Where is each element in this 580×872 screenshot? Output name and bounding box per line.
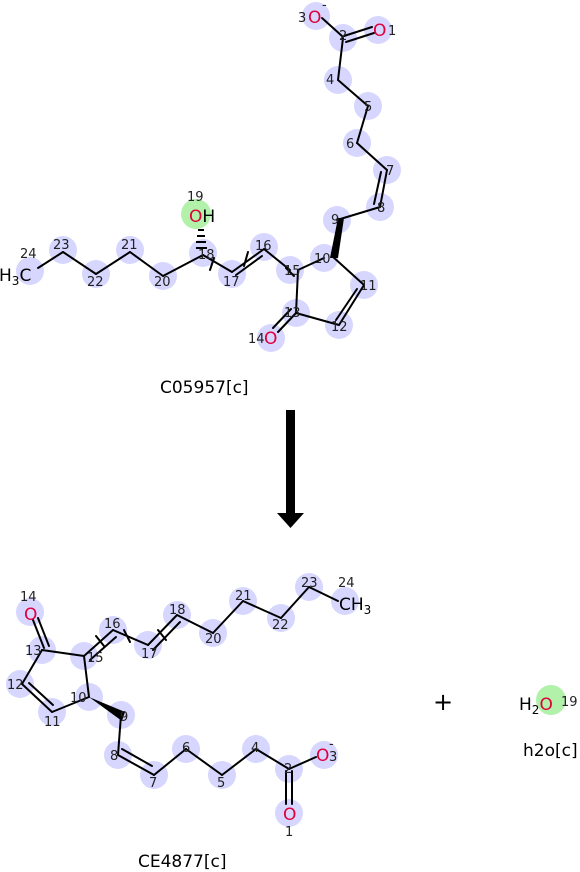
reactant-atom-13: 13: [284, 306, 301, 321]
water-formula: H2O: [519, 695, 553, 717]
reactant-o1-number: 1: [388, 24, 396, 39]
reactant-atom-5: 5: [364, 100, 372, 115]
product-atom-20: 20: [205, 632, 222, 647]
product-atom-labels: 14 O 13 12 11 10 15 16 17 18 20 21 22 23…: [7, 576, 371, 840]
reactant-methyl-number: 24: [20, 247, 37, 262]
water-name: h2o[c]: [523, 741, 578, 761]
reactant-atom-21: 21: [121, 238, 138, 253]
water-molecule: H2O 19 h2o[c]: [519, 685, 578, 761]
reactant-atom-8: 8: [377, 201, 385, 216]
plus-sign: +: [433, 688, 453, 716]
product-atom-6: 6: [182, 741, 190, 756]
product-atom-13: 13: [25, 644, 42, 659]
reactant-atom-9: 9: [331, 213, 339, 228]
reactant-atom-highlights: [16, 2, 401, 352]
product-atom-2: 2: [284, 762, 292, 777]
reactant-atom-15: 15: [284, 264, 301, 279]
reactant-o14: O: [264, 329, 277, 349]
reactant-atom-12: 12: [331, 320, 348, 335]
reactant-atom-4: 4: [326, 73, 334, 88]
reactant-atom-18: 18: [198, 248, 215, 263]
reactant-atom-labels: O 3 - O 1 2 4 5 6 7 8 9 10 11 12 13 15 1…: [0, 0, 396, 349]
reactant-methyl: H3C: [0, 266, 31, 288]
reactant-o14-number: 14: [248, 332, 265, 347]
reaction-arrow: [277, 410, 304, 528]
product-o14: O: [24, 605, 37, 625]
product-atom-9: 9: [120, 710, 128, 725]
reactant-bonds: [37, 17, 388, 333]
reactant-o3: O: [308, 8, 321, 28]
reactant-hydroxyl: OH: [189, 207, 215, 227]
reactant-atom-2: 2: [339, 29, 347, 44]
product-atom-12: 12: [7, 678, 24, 693]
reactant-molecule: O 3 - O 1 2 4 5 6 7 8 9 10 11 12 13 15 1…: [0, 0, 401, 398]
product-atom-23: 23: [301, 576, 318, 591]
product-o3: O: [316, 746, 329, 766]
product-atom-22: 22: [272, 618, 289, 633]
product-methyl-number: 24: [338, 576, 355, 591]
reactant-atom-22: 22: [87, 275, 104, 290]
product-o14-number: 14: [20, 590, 37, 605]
product-molecule: 14 O 13 12 11 10 15 16 17 18 20 21 22 23…: [6, 573, 371, 872]
product-atom-10: 10: [70, 691, 87, 706]
product-atom-17: 17: [141, 647, 158, 662]
reactant-atom-20: 20: [154, 275, 171, 290]
reactant-atom-16: 16: [255, 239, 272, 254]
reactant-o3-number: 3: [298, 11, 306, 26]
product-methyl: CH3: [339, 595, 371, 617]
reactant-oh-number: 19: [187, 190, 204, 205]
product-bonds: [21, 586, 339, 805]
product-o3-charge: -: [329, 737, 334, 752]
product-atom-11: 11: [44, 715, 61, 730]
reactant-atom-11: 11: [360, 279, 377, 294]
product-atom-18: 18: [169, 603, 186, 618]
product-o1: O: [283, 805, 296, 825]
reactant-atom-10: 10: [314, 252, 331, 267]
reactant-atom-17: 17: [223, 275, 240, 290]
reactant-o1: O: [373, 21, 386, 41]
product-o3-number: 3: [329, 750, 337, 765]
reactant-o3-charge: -: [322, 0, 327, 13]
water-o-highlight: [536, 685, 566, 715]
product-atom-8: 8: [110, 749, 118, 764]
product-atom-15: 15: [87, 651, 104, 666]
product-atom-16: 16: [104, 617, 121, 632]
product-atom-4: 4: [251, 741, 259, 756]
product-name: CE4877[c]: [138, 852, 227, 872]
product-atom-7: 7: [149, 776, 157, 791]
reactant-atom-7: 7: [386, 164, 394, 179]
product-o1-number: 1: [285, 825, 293, 840]
reactant-name: C05957[c]: [160, 378, 249, 398]
water-o-number: 19: [561, 695, 578, 710]
product-atom-5: 5: [217, 776, 225, 791]
reactant-atom-6: 6: [346, 137, 354, 152]
reactant-atom-23: 23: [53, 238, 70, 253]
product-atom-21: 21: [235, 589, 252, 604]
